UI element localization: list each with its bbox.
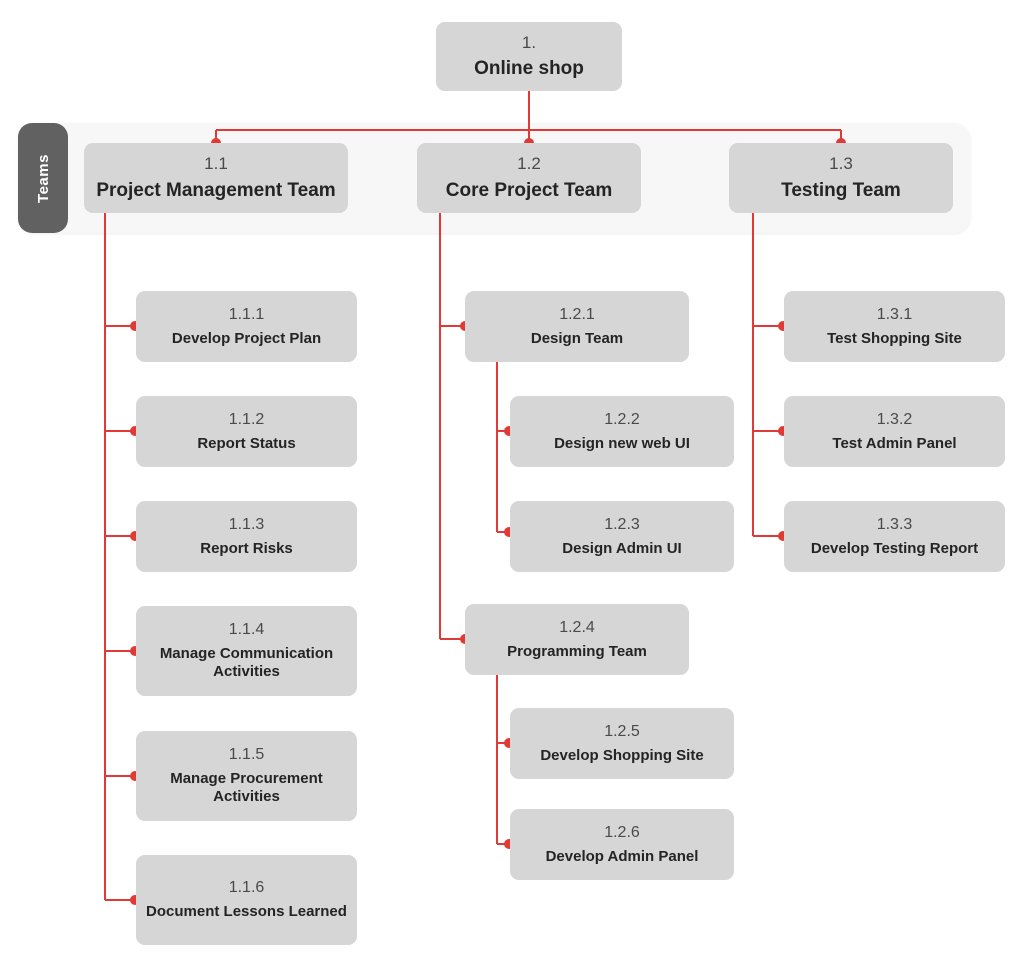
- node-title: Programming Team: [507, 642, 647, 660]
- node-number: 1.1.6: [228, 879, 265, 897]
- node-title: Report Risks: [200, 539, 293, 557]
- node-task-1-1-5[interactable]: 1.1.5 Manage Procurement Activities: [136, 731, 357, 821]
- node-number: 1.2.2: [604, 410, 640, 428]
- node-title: Manage Communication Activities: [159, 644, 334, 681]
- node-title: Design Team: [530, 329, 624, 347]
- node-task-1-2-4[interactable]: 1.2.4 Programming Team: [465, 604, 689, 675]
- node-title: Test Shopping Site: [827, 329, 962, 347]
- teams-tab[interactable]: Teams: [18, 123, 68, 233]
- node-title: Manage Procurement Activities: [170, 769, 323, 806]
- node-title: Design new web UI: [554, 434, 690, 452]
- node-title: Develop Shopping Site: [540, 746, 704, 764]
- node-number: 1.2.1: [559, 305, 595, 323]
- node-title: Report Status: [197, 434, 296, 452]
- node-team-project-management[interactable]: 1.1 Project Management Team: [84, 143, 348, 213]
- node-number: 1.1.2: [228, 410, 265, 428]
- node-task-1-1-6[interactable]: 1.1.6 Document Lessons Learned: [136, 855, 357, 945]
- node-number: 1.2.4: [559, 618, 595, 636]
- node-number: 1.2.6: [604, 823, 640, 841]
- node-title: Develop Project Plan: [171, 329, 322, 347]
- node-title: Develop Testing Report: [810, 539, 979, 557]
- node-task-1-3-3[interactable]: 1.3.3 Develop Testing Report: [784, 501, 1005, 572]
- node-number: 1.2.5: [604, 722, 640, 740]
- node-title: Design Admin UI: [562, 539, 682, 557]
- node-task-1-2-3[interactable]: 1.2.3 Design Admin UI: [510, 501, 734, 572]
- node-number: 1.2.3: [604, 515, 640, 533]
- node-number: 1.1: [204, 154, 228, 174]
- node-task-1-2-2[interactable]: 1.2.2 Design new web UI: [510, 396, 734, 467]
- node-task-1-2-6[interactable]: 1.2.6 Develop Admin Panel: [510, 809, 734, 880]
- node-root[interactable]: 1. Online shop: [436, 22, 622, 91]
- node-number: 1.1.1: [228, 305, 265, 323]
- node-number: 1.3.2: [876, 410, 913, 428]
- node-team-core-project[interactable]: 1.2 Core Project Team: [417, 143, 641, 213]
- node-title: Test Admin Panel: [832, 434, 957, 452]
- node-number: 1.1.4: [228, 620, 265, 638]
- node-number: 1.1.3: [228, 515, 265, 533]
- node-title: Develop Admin Panel: [545, 847, 699, 865]
- node-title: Core Project Team: [445, 180, 613, 202]
- node-task-1-1-1[interactable]: 1.1.1 Develop Project Plan: [136, 291, 357, 362]
- node-title: Online shop: [474, 58, 584, 80]
- node-number: 1.3.1: [876, 305, 913, 323]
- node-number: 1.3: [829, 154, 853, 174]
- node-title: Project Management Team: [96, 180, 336, 202]
- node-team-testing[interactable]: 1.3 Testing Team: [729, 143, 953, 213]
- node-number: 1.: [521, 33, 537, 53]
- node-task-1-1-3[interactable]: 1.1.3 Report Risks: [136, 501, 357, 572]
- node-number: 1.1.5: [228, 745, 265, 763]
- node-number: 1.3.3: [876, 515, 913, 533]
- node-task-1-1-4[interactable]: 1.1.4 Manage Communication Activities: [136, 606, 357, 696]
- node-task-1-3-2[interactable]: 1.3.2 Test Admin Panel: [784, 396, 1005, 467]
- node-task-1-2-1[interactable]: 1.2.1 Design Team: [465, 291, 689, 362]
- node-task-1-2-5[interactable]: 1.2.5 Develop Shopping Site: [510, 708, 734, 779]
- node-title: Testing Team: [781, 180, 901, 202]
- node-number: 1.2: [517, 154, 541, 174]
- teams-tab-label: Teams: [34, 153, 52, 203]
- node-title: Document Lessons Learned: [146, 903, 347, 921]
- node-task-1-1-2[interactable]: 1.1.2 Report Status: [136, 396, 357, 467]
- node-task-1-3-1[interactable]: 1.3.1 Test Shopping Site: [784, 291, 1005, 362]
